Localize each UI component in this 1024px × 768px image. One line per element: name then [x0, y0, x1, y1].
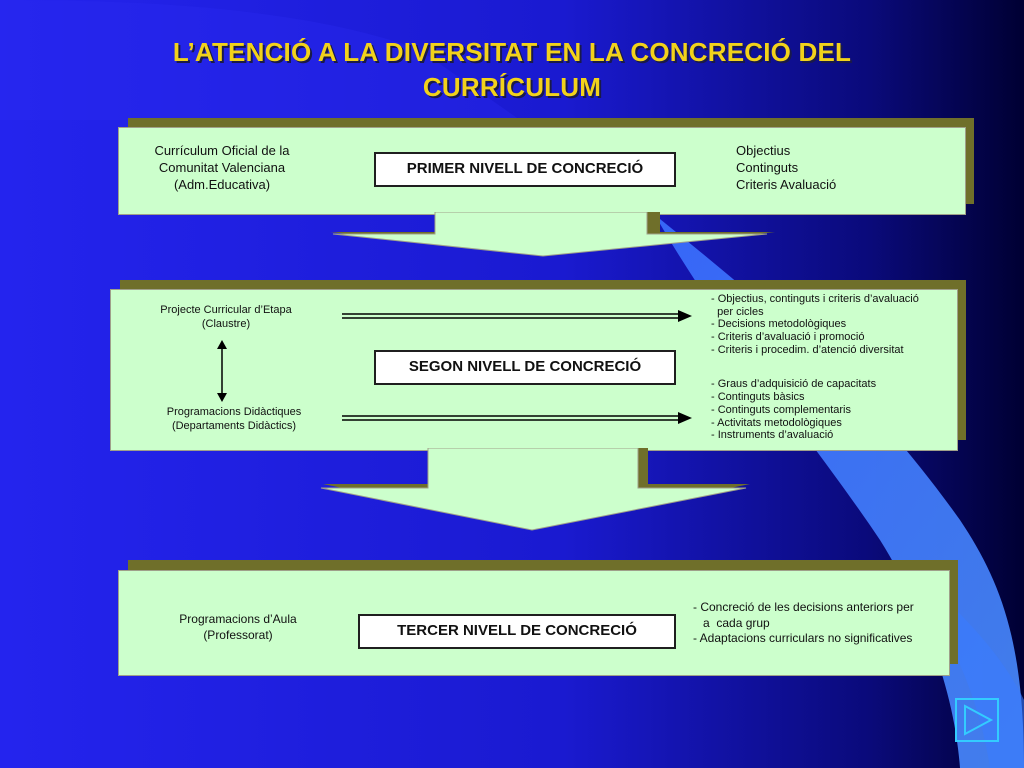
level2-bottom-source-line2: (Departaments Didàctics): [171, 420, 297, 432]
level2-content-bottom-line3: - Continguts complementaris: [711, 404, 852, 416]
level3-label-box: TERCER NIVELL DE CONCRECIÓ: [358, 614, 676, 649]
slide-title-line1: L’ATENCIÓ A LA DIVERSITAT EN LA CONCRECI…: [172, 37, 852, 67]
level2-bottom-source-line1: Programacions Didàctiques: [166, 406, 302, 418]
level2-content-bottom-line2: - Continguts bàsics: [711, 391, 805, 403]
level3-source-line2: (Professorat): [203, 628, 273, 642]
slide-title-line2: CURRÍCULUM: [422, 72, 602, 102]
play-triangle-icon: [964, 704, 994, 736]
level2-content-bottom-line4: - Activitats metodològiques: [711, 417, 842, 429]
level1-content-line2: Continguts: [736, 160, 799, 175]
level2-content-top-line5: - Criteris i procedim. d’atenció diversi…: [711, 344, 904, 356]
level1-source-line1: Currículum Oficial de la: [154, 143, 290, 158]
level3-content-line3: - Adaptacions curriculars no significati…: [693, 631, 913, 645]
right-arrow-icon-top: [342, 310, 692, 322]
level2-top-source-line1: Projecte Curricular d’Etapa: [160, 304, 292, 316]
right-arrow-icon-bottom: [342, 412, 692, 424]
level2-content-top-line4: - Criteris d’avaluació i promoció: [711, 331, 865, 343]
level3-source-line1: Programacions d’Aula: [179, 612, 297, 626]
level2-content-bottom-line1: - Graus d’adquisició de capacitats: [711, 378, 877, 390]
level1-source-line2: Comunitat Valenciana: [158, 160, 286, 175]
level2-content-top-line1: - Objectius, continguts i criteris d’ava…: [711, 293, 919, 305]
down-arrow-2: [320, 448, 750, 531]
level2-content-top-line3: - Decisions metodològiques: [711, 318, 847, 330]
level2-label-box: SEGON NIVELL DE CONCRECIÓ: [374, 350, 676, 385]
level1-label-box: PRIMER NIVELL DE CONCRECIÓ: [374, 152, 676, 187]
level3-content-line1: - Concreció de les decisions anteriors p…: [693, 600, 914, 614]
level1-content-line1: Objectius: [736, 143, 791, 158]
next-slide-button[interactable]: [955, 698, 999, 742]
level1-source-line3: (Adm.Educativa): [173, 177, 271, 192]
level2-content-top-line2: per cicles: [711, 306, 764, 318]
level1-content-line3: Criteris Avaluació: [736, 177, 837, 192]
level2-top-source-line2: (Claustre): [201, 318, 251, 330]
level2-content-bottom-line5: - Instruments d’avaluació: [711, 429, 834, 441]
bidirectional-arrow-icon: [217, 340, 227, 402]
level3-content-line2: a cada grup: [693, 616, 770, 630]
down-arrow-1: [330, 212, 775, 257]
